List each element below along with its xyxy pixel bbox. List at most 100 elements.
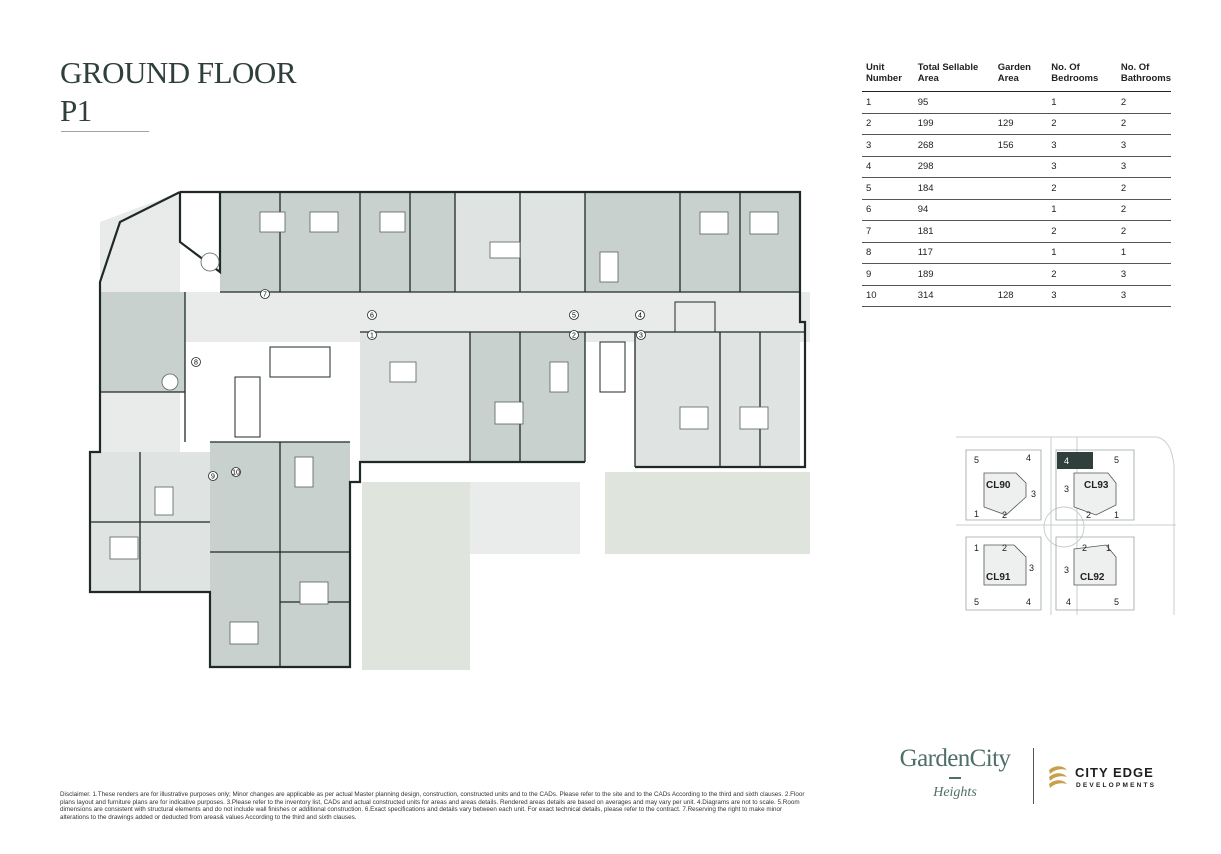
svg-text:CL92: CL92: [1080, 572, 1105, 583]
svg-text:4: 4: [1026, 453, 1031, 463]
unit-marker-8: 8: [191, 357, 201, 367]
project-subtitle: Heights: [933, 784, 977, 800]
unit-1: [360, 332, 470, 462]
cell-total-area: 117: [913, 242, 994, 264]
svg-text:3: 3: [1031, 489, 1036, 499]
svg-text:CL90: CL90: [986, 480, 1011, 491]
svg-text:3: 3: [1029, 563, 1034, 573]
building-cl93: 4 5 3 2 1 CL93: [1055, 449, 1135, 521]
cell-garden-area: 128: [993, 285, 1048, 307]
cell-bathrooms: 3: [1116, 134, 1171, 157]
unit-marker-1: 1: [367, 330, 377, 340]
floor-plan: 1 2 3 4 5 6 7 8 9 10: [88, 190, 810, 670]
cell-bathrooms: 3: [1116, 263, 1171, 286]
svg-text:5: 5: [572, 313, 576, 320]
svg-text:1: 1: [974, 543, 979, 553]
cell-bedrooms: 3: [1047, 134, 1117, 157]
developer-subtitle: DEVELOPMENTS: [1076, 782, 1157, 789]
cell-total-area: 199: [913, 113, 994, 135]
unit-3: [635, 332, 800, 467]
svg-text:1: 1: [370, 333, 374, 340]
svg-text:5: 5: [974, 597, 979, 607]
cell-garden-area: [993, 220, 1048, 243]
cell-bedrooms: 1: [1047, 242, 1117, 264]
garden-city-logo: GardenCity Heights: [890, 744, 1020, 801]
project-name: GardenCity: [899, 745, 1011, 772]
cell-unit: 3: [862, 134, 914, 157]
cell-bathrooms: 2: [1116, 220, 1171, 243]
cell-unit: 10: [862, 285, 914, 307]
cell-bedrooms: 2: [1047, 263, 1117, 286]
building-cl90: 5 4 3 1 2 CL90: [965, 449, 1042, 521]
svg-text:2: 2: [1082, 543, 1087, 553]
cell-bathrooms: 3: [1116, 156, 1171, 178]
cell-unit: 7: [862, 220, 914, 243]
svg-text:2: 2: [1002, 510, 1007, 520]
key-plan: 5 4 3 1 2 CL90 4 5 3 2 1 CL93 1 2 3 5 4 …: [956, 436, 1176, 615]
cell-bedrooms: 2: [1047, 113, 1117, 135]
cell-bedrooms: 1: [1047, 91, 1117, 114]
cell-total-area: 181: [913, 220, 994, 243]
svg-text:CL93: CL93: [1084, 480, 1109, 491]
cell-total-area: 184: [913, 177, 994, 200]
cell-unit: 2: [862, 113, 914, 135]
logo-dash: [949, 777, 961, 779]
cell-garden-area: [993, 199, 1048, 221]
unit-6: [360, 192, 455, 292]
cell-unit: 9: [862, 263, 914, 286]
svg-text:3: 3: [1064, 565, 1069, 575]
cell-total-area: 268: [913, 134, 994, 157]
unit-marker-3: 3: [636, 330, 646, 340]
cell-garden-area: [993, 242, 1048, 264]
page-title: GROUND FLOOR P1: [60, 54, 297, 130]
svg-text:5: 5: [1114, 455, 1119, 465]
svg-text:4: 4: [1066, 597, 1071, 607]
cell-total-area: 95: [913, 91, 994, 114]
svg-text:10: 10: [232, 470, 240, 477]
cell-total-area: 189: [913, 263, 994, 286]
title-line-1: GROUND FLOOR: [60, 55, 297, 90]
disclaimer-text: Disclaimer. 1.These renders are for illu…: [60, 791, 805, 821]
building-cl92: 2 1 3 4 5 CL92: [1055, 536, 1135, 611]
cell-garden-area: 156: [993, 134, 1048, 157]
cell-unit: 6: [862, 199, 914, 221]
unit-markers: 1 2 3 4 5 6 7 8 9 10: [191, 289, 646, 481]
unit-4: [585, 192, 800, 292]
cell-garden-area: [993, 156, 1048, 178]
highlighted-unit: [1057, 452, 1093, 469]
cell-bedrooms: 2: [1047, 220, 1117, 243]
cell-bathrooms: 2: [1116, 113, 1171, 135]
cell-bedrooms: 1: [1047, 199, 1117, 221]
developer-name: CITY EDGE: [1075, 765, 1154, 780]
cell-bathrooms: 1: [1116, 242, 1171, 264]
cell-unit: 4: [862, 156, 914, 178]
cell-total-area: 298: [913, 156, 994, 178]
title-line-2: P1: [60, 93, 92, 128]
title-underline: [61, 131, 149, 132]
svg-text:4: 4: [638, 313, 642, 320]
unit-7: [220, 192, 360, 292]
main-corridor: [180, 292, 810, 342]
svg-text:1: 1: [974, 509, 979, 519]
garden-area-southeast: [605, 472, 810, 554]
svg-text:7: 7: [263, 292, 267, 299]
cell-unit: 5: [862, 177, 914, 200]
svg-text:3: 3: [1064, 484, 1069, 494]
logo-divider: [1033, 748, 1034, 804]
cell-unit: 1: [862, 91, 914, 114]
svg-text:9: 9: [211, 474, 215, 481]
cell-bathrooms: 2: [1116, 199, 1171, 221]
cell-total-area: 314: [913, 285, 994, 307]
unit-marker-6: 6: [367, 310, 377, 320]
